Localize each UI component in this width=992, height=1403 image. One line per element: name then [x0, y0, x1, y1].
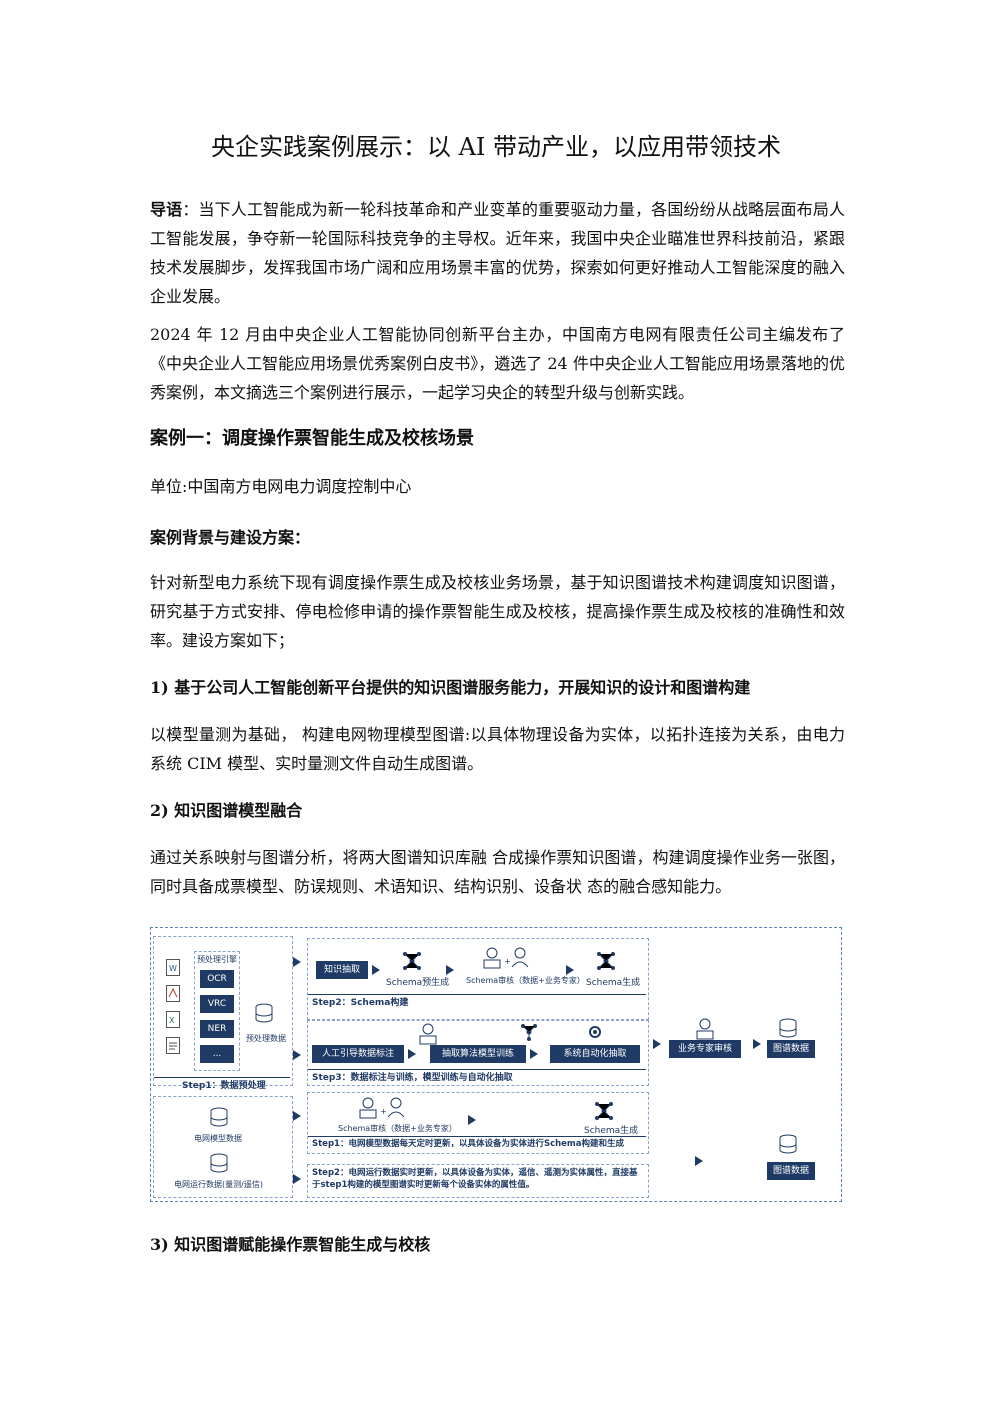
- arrow-right-icon: [408, 1049, 416, 1059]
- schema-generate-label: Schema生成: [586, 978, 641, 988]
- grid-run-data-label: 电网运行数据(量测/遥信): [174, 1180, 263, 1189]
- manual-annotation-box: 人工引导数据标注: [312, 1045, 404, 1063]
- graph-data-top-box: 图谱数据: [767, 1040, 815, 1058]
- schema-build-block: 知识抽取 Schema预生成 + Schema审核（数据+业务专家） Schem…: [307, 938, 649, 1020]
- database-icon: [210, 1107, 228, 1131]
- schema-review-label: Schema审核（数据+业务专家）: [466, 976, 585, 985]
- database-icon: [779, 1018, 797, 1042]
- schema-review2-label: Schema审核（数据+业务专家）: [338, 1124, 457, 1133]
- step3-divider: [308, 1069, 646, 1070]
- step1b-label: Step1：电网模型数据每天定时更新，以具体设备为实体进行Schema构建和生成: [312, 1139, 625, 1149]
- section2-text: 通过关系映射与图谱分析，将两大图谱知识库融 合成操作票知识图谱，构建调度操作业务…: [150, 848, 845, 896]
- case1-bg-heading: 案例背景与建设方案：: [150, 528, 311, 547]
- arrow-right-icon: [753, 1039, 761, 1049]
- knowledge-graph-flow-diagram: W X 预处理引擎 OCR VRC NER ... 预处理数据 Step1：数据…: [150, 927, 842, 1202]
- grid-data-block: 电网模型数据 电网运行数据(量测/遥信): [153, 1096, 293, 1198]
- annotation-training-block: 人工引导数据标注 抽取算法模型训练 系统自动化抽取 Step3：数据标注与训练，…: [307, 1020, 649, 1086]
- svg-text:+: +: [504, 957, 511, 966]
- svg-text:W: W: [169, 964, 177, 973]
- grid-model-data-label: 电网模型数据: [194, 1134, 242, 1143]
- arrow-right-icon: [653, 1039, 661, 1049]
- engine-panel: 预处理引擎 OCR VRC NER ...: [194, 951, 240, 1071]
- svg-text:X: X: [169, 1016, 175, 1025]
- arrow-right-icon: [293, 1111, 301, 1121]
- step2b-label: Step2：电网运行数据实时更新，以具体设备为实体，遥信、遥测为实体属性，直接基…: [312, 1168, 638, 1190]
- step1-label: Step1：数据预处理: [182, 1081, 266, 1091]
- excel-file-icon: X: [166, 1011, 180, 1032]
- step3-label: Step3：数据标注与训练，模型训练与自动化抽取: [312, 1073, 513, 1083]
- schema-prelim-label: Schema预生成: [386, 978, 450, 988]
- section1-heading: 1) 基于公司人工智能创新平台提供的知识图谱服务能力，开展知识的设计和图谱构建: [150, 678, 751, 697]
- arrow-right-icon: [566, 965, 574, 975]
- step1b-divider: [308, 1136, 646, 1137]
- intro-paragraph: 导语：当下人工智能成为新一轮科技革命和产业变革的重要驱动力量，各国纷纷从战略层面…: [150, 195, 845, 311]
- intro-label: 导语: [150, 200, 183, 219]
- network-graph-icon: [520, 1023, 538, 1045]
- model-training-box: 抽取算法模型训练: [430, 1045, 526, 1063]
- grid-model-step1-block: + Schema审核（数据+业务专家） Schema生成 Step1：电网模型数…: [307, 1092, 649, 1154]
- engine-ocr: OCR: [200, 970, 234, 988]
- auto-extract-box: 系统自动化抽取: [550, 1045, 640, 1063]
- step2-label: Step2：Schema构建: [312, 998, 409, 1008]
- step1-divider: [154, 1077, 290, 1078]
- arrow-right-icon: [293, 957, 301, 967]
- expert-review-box: 业务专家审核: [669, 1040, 741, 1058]
- knowledge-extract-box: 知识抽取: [316, 961, 368, 979]
- page-title: 央企实践案例展示：以 AI 带动产业，以应用带领技术: [210, 133, 782, 161]
- section3-heading: 3) 知识图谱赋能操作票智能生成与校核: [150, 1235, 431, 1254]
- arrow-right-icon: [372, 965, 380, 975]
- case1-unit: 单位:中国南方电网电力调度控制中心: [150, 477, 412, 496]
- arrow-right-icon: [695, 1156, 703, 1166]
- engine-panel-title: 预处理引擎: [197, 955, 237, 964]
- word-file-icon: W: [166, 959, 180, 980]
- step2-divider: [308, 994, 646, 995]
- gear-icon: [586, 1023, 604, 1045]
- network-graph-icon: [402, 951, 422, 975]
- section1-text: 以模型量测为基础， 构建电网物理模型图谱:以具体物理设备为实体，以拓扑连接为关系…: [150, 725, 845, 773]
- schema-generate2-label: Schema生成: [584, 1126, 639, 1136]
- network-graph-icon: [596, 951, 616, 975]
- staff-person-icon: [695, 1018, 715, 1044]
- staff-person-icon: [418, 1023, 438, 1049]
- case1-bg-text: 针对新型电力系统下现有调度操作票生成及校核业务场景，基于知识图谱技术构建调度知识…: [150, 573, 845, 650]
- arrow-right-icon: [293, 1050, 301, 1060]
- graph-data-bottom-box: 图谱数据: [767, 1162, 815, 1180]
- database-icon: [255, 1003, 273, 1027]
- staff-person-icon: +: [482, 947, 530, 975]
- intro-text: ：当下人工智能成为新一轮科技革命和产业变革的重要驱动力量，各国纷纷从战略层面布局…: [150, 200, 845, 306]
- network-graph-icon: [594, 1101, 614, 1125]
- arrow-right-icon: [293, 1174, 301, 1184]
- arrow-right-icon: [446, 965, 454, 975]
- engine-vrc: VRC: [200, 995, 234, 1013]
- svg-text:+: +: [380, 1107, 387, 1116]
- pdf-file-icon: [166, 985, 180, 1006]
- arrow-right-icon: [468, 1115, 476, 1125]
- background-paragraph: 2024 年 12 月由中央企业人工智能协同创新平台主办，中国南方电网有限责任公…: [150, 325, 845, 402]
- grid-run-step2-block: Step2：电网运行数据实时更新，以具体设备为实体，遥信、遥测为实体属性，直接基…: [307, 1164, 649, 1198]
- database-icon: [779, 1134, 797, 1158]
- section2-heading: 2) 知识图谱模型融合: [150, 801, 303, 820]
- engine-ner: NER: [200, 1020, 234, 1038]
- preprocess-block: W X 预处理引擎 OCR VRC NER ... 预处理数据 Step1：数据…: [153, 936, 293, 1091]
- case1-heading: 案例一：调度操作票智能生成及校核场景: [150, 428, 474, 449]
- staff-person-icon: +: [358, 1097, 406, 1125]
- database-icon: [210, 1153, 228, 1177]
- preprocessed-data-label: 预处理数据: [246, 1034, 286, 1043]
- arrow-right-icon: [530, 1049, 538, 1059]
- engine-more: ...: [200, 1045, 234, 1063]
- txt-file-icon: [166, 1037, 180, 1058]
